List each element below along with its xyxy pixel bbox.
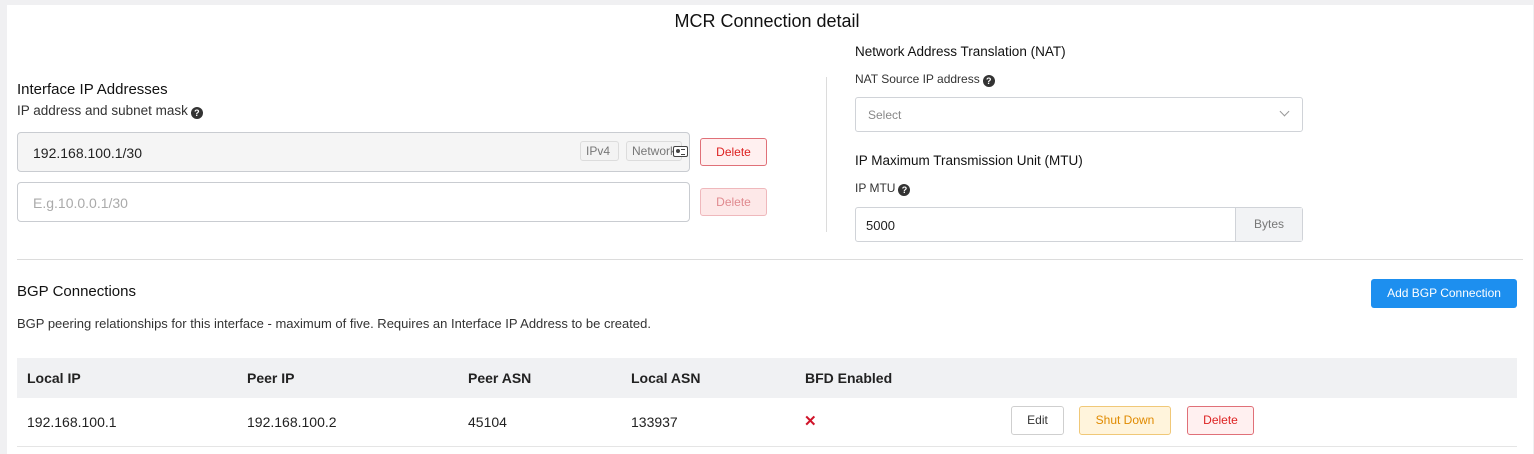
help-icon[interactable]: ?: [982, 75, 995, 87]
bgp-table-header: Local IP Peer IP Peer ASN Local ASN BFD …: [17, 358, 1517, 398]
column-peer-ip: Peer IP: [247, 370, 295, 386]
nat-source-ip-select[interactable]: Select: [855, 97, 1303, 132]
network-tag: Network: [626, 141, 682, 161]
mtu-unit: Bytes: [1235, 208, 1302, 241]
ip-address-placeholder: E.g.10.0.0.1/30: [33, 195, 128, 211]
column-local-ip: Local IP: [27, 370, 81, 386]
column-peer-asn: Peer ASN: [468, 370, 532, 386]
row-peer-asn: 45104: [468, 414, 507, 430]
interface-heading: Interface IP Addresses: [17, 81, 168, 98]
column-local-asn: Local ASN: [631, 370, 701, 386]
help-icon[interactable]: ?: [190, 107, 203, 119]
shut-down-bgp-button[interactable]: Shut Down: [1079, 406, 1171, 435]
page-title: MCR Connection detail: [674, 11, 860, 31]
mtu-input[interactable]: 5000 Bytes: [855, 207, 1303, 242]
mtu-value: 5000: [866, 218, 895, 233]
column-bfd-enabled: BFD Enabled: [805, 370, 893, 386]
ip-address-value: 192.168.100.1/30: [33, 145, 142, 161]
table-row-divider: [17, 446, 1517, 447]
ip-address-input-1[interactable]: 192.168.100.1/30 IPv4 Network: [17, 132, 690, 172]
edit-bgp-button[interactable]: Edit: [1011, 406, 1064, 435]
ip-subnet-label-text: IP address and subnet mask: [17, 103, 188, 118]
chevron-down-icon: [1279, 106, 1290, 117]
mtu-label-text: IP MTU: [855, 181, 896, 195]
mtu-label: IP MTU?: [855, 181, 911, 196]
add-bgp-connection-button[interactable]: Add BGP Connection: [1371, 279, 1517, 308]
nat-label-text: NAT Source IP address: [855, 72, 980, 86]
nat-heading: Network Address Translation (NAT): [855, 44, 1066, 59]
ip-address-input-2[interactable]: E.g.10.0.0.1/30: [17, 182, 690, 222]
section-divider: [17, 259, 1523, 260]
delete-ip-button-2[interactable]: Delete: [700, 188, 767, 216]
address-card-icon[interactable]: [673, 146, 688, 157]
nat-label: NAT Source IP address?: [855, 72, 995, 87]
bgp-heading: BGP Connections: [17, 283, 136, 300]
bfd-disabled-icon: ✕: [804, 413, 817, 430]
vertical-divider: [826, 77, 827, 232]
help-icon[interactable]: ?: [898, 184, 911, 196]
mtu-heading: IP Maximum Transmission Unit (MTU): [855, 153, 1083, 168]
ip-subnet-label: IP address and subnet mask?: [17, 103, 203, 119]
delete-ip-button-1[interactable]: Delete: [700, 138, 767, 166]
connection-detail-panel: MCR Connection detail Interface IP Addre…: [7, 5, 1533, 454]
bgp-description: BGP peering relationships for this inter…: [17, 316, 651, 331]
delete-bgp-button[interactable]: Delete: [1187, 406, 1254, 435]
row-peer-ip: 192.168.100.2: [247, 414, 337, 430]
select-placeholder: Select: [868, 108, 902, 122]
row-local-asn: 133937: [631, 414, 678, 430]
row-local-ip: 192.168.100.1: [27, 414, 117, 430]
ipv4-tag: IPv4: [580, 141, 619, 161]
